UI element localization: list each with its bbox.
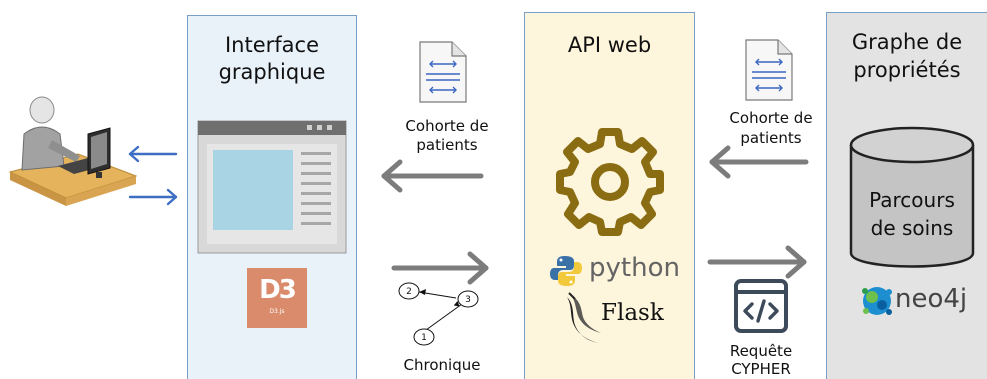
document-icon bbox=[744, 38, 794, 102]
chronique-label: Chronique bbox=[403, 356, 481, 374]
db-label-line1: Parcours bbox=[869, 188, 955, 212]
neo4j-icon bbox=[859, 283, 895, 319]
chronique-node-3-label: 3 bbox=[465, 295, 471, 305]
database-icon: Parcours de soins bbox=[847, 125, 977, 275]
flask-wordmark: Flask bbox=[601, 300, 664, 326]
d3-icon: D3 D3.js bbox=[247, 268, 307, 328]
cohort-right-line2: patients bbox=[740, 129, 802, 147]
window-icon bbox=[197, 120, 347, 254]
d3-logo-text: D3.js bbox=[269, 308, 285, 315]
arrow-api-to-interface bbox=[381, 159, 484, 193]
interface-title-line1: Interface bbox=[224, 33, 320, 57]
python-wordmark: python bbox=[589, 253, 680, 283]
api-panel: API web python Flask bbox=[524, 12, 695, 379]
graph-title-line2: propriétés bbox=[853, 58, 961, 82]
graph-title-line1: Graphe de bbox=[851, 30, 963, 54]
arrow-api-to-graph bbox=[707, 245, 807, 279]
d3-mark: D3 bbox=[259, 275, 297, 305]
chronique-node-1-label: 1 bbox=[421, 333, 427, 343]
db-label-line2: de soins bbox=[870, 216, 954, 240]
neo4j-wordmark: neo4j bbox=[895, 284, 968, 314]
graph-panel: Graphe de propriétés Parcours de soins n… bbox=[826, 12, 987, 379]
flask-icon bbox=[563, 291, 603, 347]
chronique-node-3 bbox=[457, 290, 479, 308]
document-icon bbox=[418, 40, 468, 104]
requete-line2: CYPHER bbox=[731, 360, 791, 378]
interface-title-line2: graphique bbox=[218, 60, 326, 84]
chronique-node-1 bbox=[413, 328, 435, 346]
requete-line1: Requête bbox=[729, 342, 793, 360]
chronique-graph: 2 3 1 bbox=[398, 282, 479, 346]
user-interface-arrows bbox=[128, 145, 178, 206]
cohort-left-line2: patients bbox=[416, 136, 478, 154]
python-icon bbox=[549, 255, 583, 287]
arrow-graph-to-api bbox=[709, 145, 809, 179]
interface-panel: Interface graphique D3 D3.js bbox=[187, 15, 357, 379]
api-title: API web bbox=[567, 33, 652, 57]
gear-icon bbox=[553, 125, 667, 239]
cohort-right-line1: Cohorte de bbox=[729, 109, 813, 127]
chronique-node-2 bbox=[398, 282, 420, 300]
code-icon bbox=[733, 278, 789, 334]
arrow-interface-to-api bbox=[391, 251, 489, 285]
user-at-computer-icon bbox=[8, 94, 138, 214]
cohort-left-line1: Cohorte de bbox=[405, 117, 489, 135]
chronique-node-2-label: 2 bbox=[406, 287, 412, 297]
